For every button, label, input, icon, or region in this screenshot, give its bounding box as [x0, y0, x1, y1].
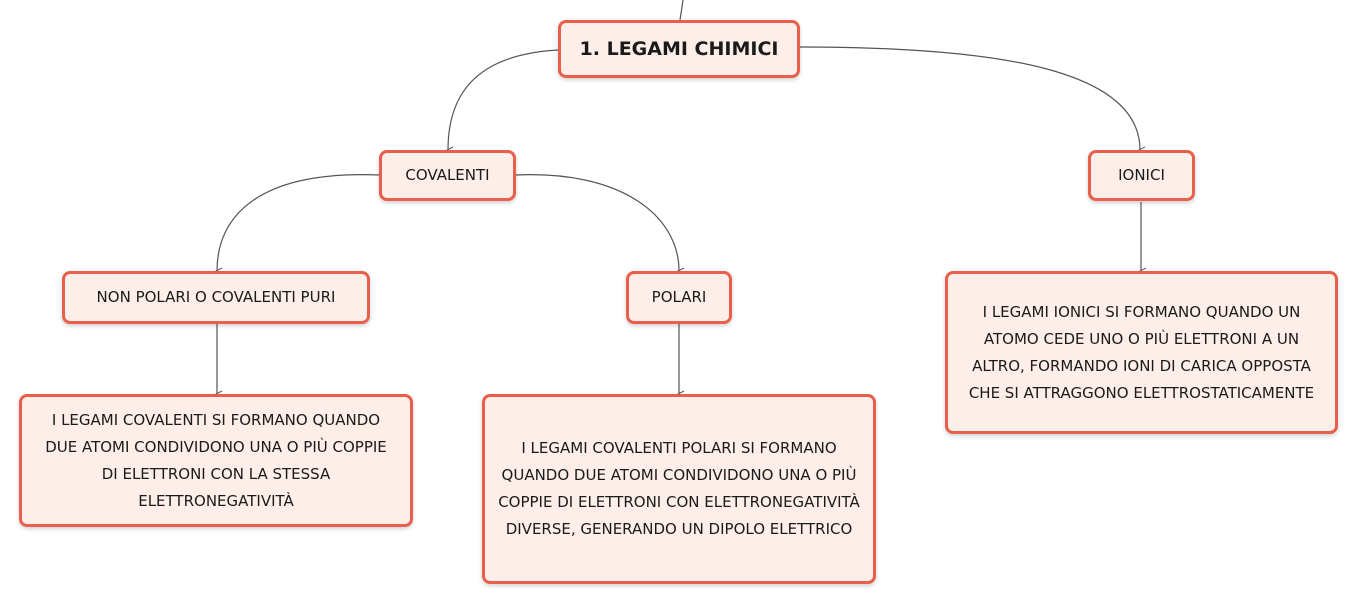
node-covalenti[interactable]: COVALENTI: [379, 150, 516, 201]
covalenti-to-polari-connector: [514, 174, 679, 271]
node-description: I LEGAMI COVALENTI POLARI SI FORMANO QUA…: [498, 439, 860, 538]
node-label: NON POLARI O COVALENTI PURI: [96, 288, 336, 306]
node-description: I LEGAMI COVALENTI SI FORMANO QUANDO DUE…: [45, 410, 387, 510]
root-to-ionici-connector: [799, 46, 1140, 150]
node-description: I LEGAMI IONICI SI FORMANO QUANDO UN ATO…: [968, 302, 1315, 402]
node-ionici[interactable]: IONICI: [1088, 150, 1195, 201]
root-to-covalenti-connector: [448, 49, 559, 150]
node-label: COVALENTI: [405, 166, 490, 184]
covalenti-to-nonpolari-connector: [217, 174, 381, 271]
node-desc-ionici[interactable]: I LEGAMI IONICI SI FORMANO QUANDO UN ATO…: [945, 271, 1338, 434]
node-label: POLARI: [651, 288, 707, 306]
node-desc-polari[interactable]: I LEGAMI COVALENTI POLARI SI FORMANO QUA…: [482, 394, 876, 584]
node-non-polari[interactable]: NON POLARI O COVALENTI PURI: [62, 271, 370, 324]
node-label: 1. LEGAMI CHIMICI: [579, 37, 779, 60]
node-label: IONICI: [1118, 166, 1165, 184]
node-legami-chimici[interactable]: 1. LEGAMI CHIMICI: [558, 20, 800, 78]
node-polari[interactable]: POLARI: [626, 271, 732, 324]
node-desc-non-polari[interactable]: I LEGAMI COVALENTI SI FORMANO QUANDO DUE…: [19, 394, 413, 527]
parent-connector: [679, 0, 684, 21]
